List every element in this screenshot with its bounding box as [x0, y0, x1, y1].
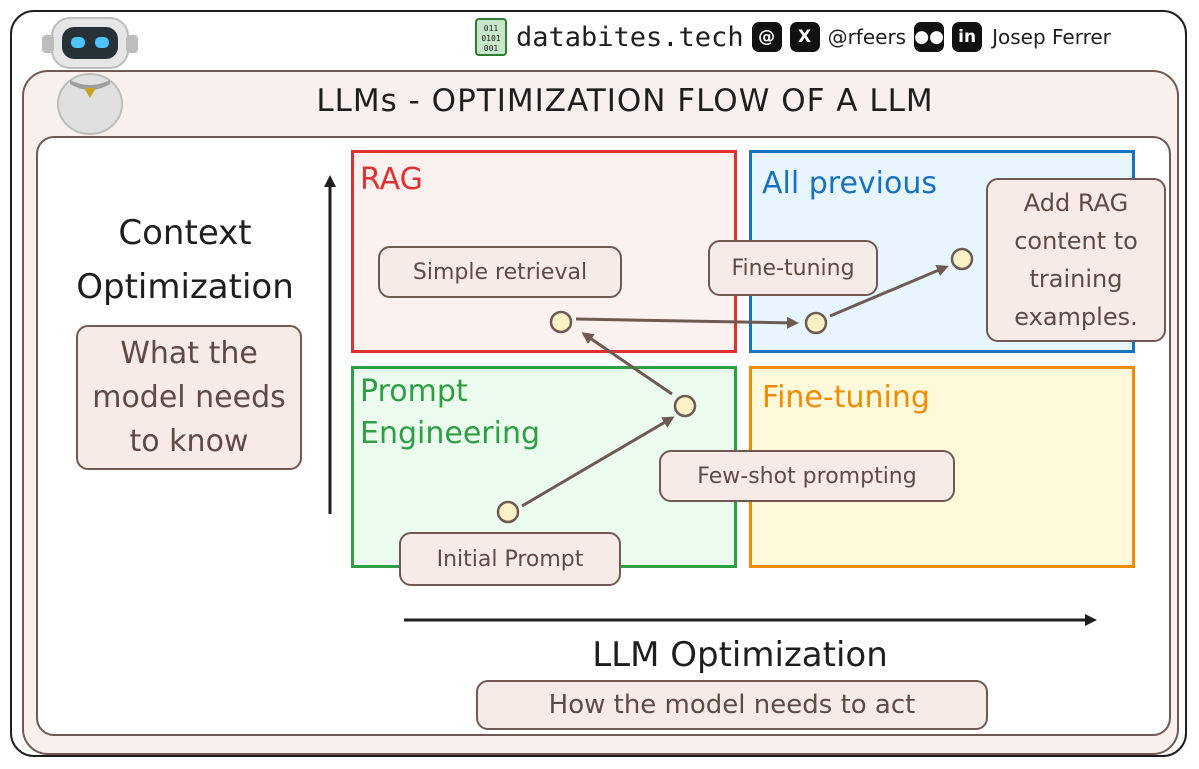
quadrant-label-rag: RAG [360, 162, 423, 197]
flow-arrow-initial-to-fewshot [521, 416, 675, 508]
step-label-few-shot: Few-shot prompting [659, 450, 955, 502]
linkedin-icon[interactable]: in [952, 22, 983, 52]
x-icon[interactable]: X [789, 22, 820, 52]
binary-file-icon: 011 0101 001 [475, 18, 507, 56]
node-initial-prompt [496, 500, 520, 524]
quadrant-label-all-previous: All previous [762, 166, 937, 201]
node-fine-tuning [804, 311, 828, 335]
social-handle[interactable]: @rfeers [827, 25, 907, 49]
brand-row: 011 0101 001 databites.tech @ X @rfeers … [474, 14, 1111, 60]
svg-text:011: 011 [484, 24, 499, 33]
step-label-rag-training: Add RAG content to training examples. [986, 178, 1166, 342]
svg-text:0101: 0101 [481, 34, 500, 43]
svg-text:001: 001 [484, 44, 499, 53]
step-label-initial-prompt: Initial Prompt [399, 532, 621, 586]
medium-icon[interactable]: ●● [914, 22, 945, 52]
step-label-simple-retrieval: Simple retrieval [378, 246, 622, 298]
node-rag-training [950, 247, 974, 271]
y-axis-subtitle: What the model needs to know [76, 325, 302, 470]
threads-icon[interactable]: @ [751, 22, 782, 52]
flow-arrow-retrieval-to-finetuning [575, 316, 799, 329]
flow-arrow-fewshot-to-retrieval [581, 332, 673, 396]
quadrant-label-prompt-engineering: Prompt Engineering [360, 374, 540, 451]
page-title: LLMs - OPTIMIZATION FLOW OF A LLM [316, 83, 934, 119]
step-label-fine-tuning: Fine-tuning [708, 240, 878, 296]
author-name: Josep Ferrer [992, 25, 1111, 49]
node-few-shot [673, 394, 697, 418]
quadrant-label-fine-tuning: Fine-tuning [762, 380, 930, 415]
y-axis-title: Context Optimization [76, 213, 294, 307]
flow-arrow-finetuning-to-ragtraining [829, 264, 949, 318]
x-axis-subtitle: How the model needs to act [476, 680, 988, 730]
site-name[interactable]: databites.tech [516, 21, 744, 53]
node-simple-retrieval [549, 310, 573, 334]
x-axis-title: LLM Optimization [592, 635, 888, 675]
